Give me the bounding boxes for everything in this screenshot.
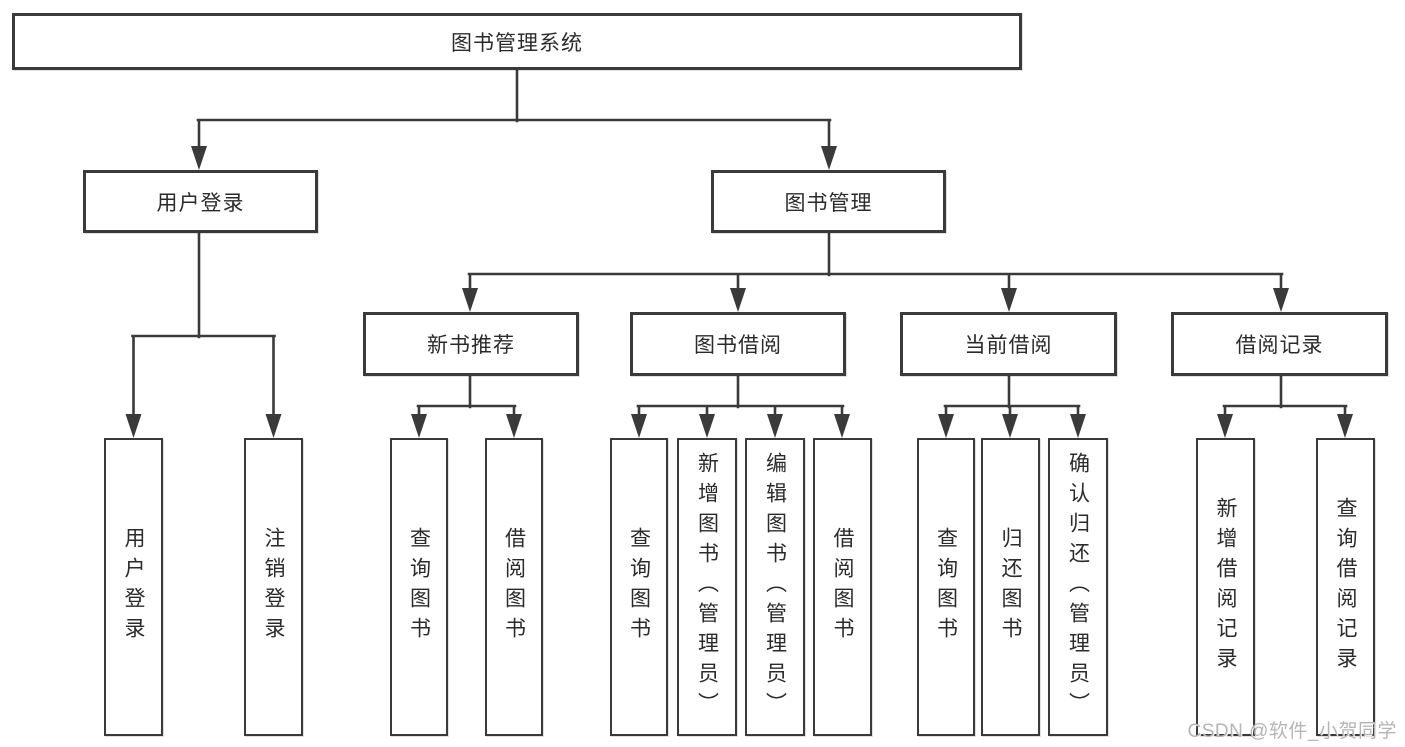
leaf-search-books-2: 查询图书: [610, 438, 668, 736]
arrow-down-icon: [821, 146, 837, 170]
node-label: 新书推荐: [427, 334, 515, 357]
node-book-borrow: 图书借阅: [630, 312, 846, 376]
node-label: 借阅记录: [1235, 334, 1324, 357]
leaf-search-borrow-record: 查询借阅记录: [1316, 438, 1375, 736]
arrow-down-icon: [265, 414, 282, 438]
node-label: 归还图书: [999, 527, 1022, 647]
node-label: 用户登录: [156, 191, 245, 215]
leaf-edit-book-admin: 编辑图书（管理员）: [745, 438, 805, 736]
node-user-login: 用户登录: [83, 170, 318, 233]
arrow-down-icon: [767, 414, 783, 438]
arrow-down-icon: [1070, 414, 1086, 438]
node-label: 图书借阅: [694, 334, 782, 357]
arrow-down-icon: [462, 288, 478, 312]
node-new-book-recommend: 新书推荐: [363, 312, 579, 376]
node-label: 查询图书: [627, 527, 651, 647]
connector-current-borrow-children: [938, 372, 1086, 438]
arrow-down-icon: [938, 414, 954, 438]
arrow-down-icon: [125, 414, 142, 438]
arrow-down-icon: [411, 414, 427, 438]
arrow-down-icon: [699, 414, 715, 438]
node-label: 借阅图书: [831, 527, 854, 647]
connector-book-borrow-children: [631, 372, 850, 438]
arrow-down-icon: [1273, 288, 1289, 312]
node-label: 图书管理系统: [451, 31, 583, 55]
arrow-down-icon: [506, 414, 522, 438]
node-label: 借阅图书: [502, 527, 526, 647]
connector-new-book-recommend-children: [411, 372, 522, 438]
leaf-logout: 注销登录: [244, 438, 303, 736]
arrow-down-icon: [1002, 414, 1018, 438]
connector-book-management-children: [462, 229, 1289, 312]
arrow-down-icon: [191, 146, 207, 170]
connector-borrow-records-children: [1217, 372, 1353, 438]
node-label: 图书管理: [784, 191, 873, 215]
arrow-down-icon: [730, 288, 746, 312]
leaf-search-books-1: 查询图书: [390, 438, 448, 736]
node-label: 新增借阅记录: [1214, 497, 1237, 677]
leaf-search-books-3: 查询图书: [917, 438, 975, 736]
node-label: 查询图书: [407, 527, 431, 647]
node-book-management: 图书管理: [711, 170, 946, 233]
leaf-return-book: 归还图书: [981, 438, 1040, 736]
connector-user-login-children: [125, 229, 282, 438]
leaf-add-borrow-record: 新增借阅记录: [1196, 438, 1255, 736]
arrow-down-icon: [1337, 414, 1353, 438]
leaf-user-login: 用户登录: [104, 438, 163, 736]
node-label: 查询借阅记录: [1334, 497, 1357, 677]
leaf-confirm-return-admin: 确认归还（管理员）: [1048, 438, 1108, 736]
arrow-down-icon: [631, 414, 647, 438]
node-label: 确认归还（管理员）: [1066, 452, 1090, 722]
arrow-down-icon: [1001, 288, 1017, 312]
arrow-down-icon: [1217, 414, 1233, 438]
connector-root-children: [191, 66, 837, 170]
leaf-borrow-books-1: 借阅图书: [485, 438, 543, 736]
leaf-add-book-admin: 新增图书（管理员）: [677, 438, 737, 736]
node-label: 用户登录: [122, 527, 145, 647]
arrow-down-icon: [834, 414, 850, 438]
node-label: 当前借阅: [964, 334, 1053, 357]
node-label: 编辑图书（管理员）: [763, 452, 787, 722]
node-label: 注销登录: [262, 527, 285, 647]
node-current-borrow: 当前借阅: [900, 312, 1117, 376]
node-label: 新增图书（管理员）: [695, 452, 719, 722]
leaf-borrow-books-2: 借阅图书: [813, 438, 872, 736]
node-root: 图书管理系统: [12, 13, 1022, 70]
node-label: 查询图书: [934, 527, 958, 647]
node-borrow-records: 借阅记录: [1171, 312, 1388, 376]
